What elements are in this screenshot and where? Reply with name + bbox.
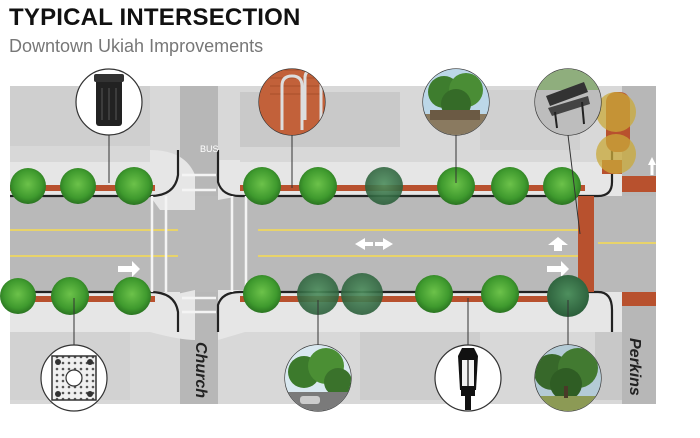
tree-photo-icon (285, 345, 351, 411)
callout-street-lamp (434, 344, 502, 412)
callout-flowering-tree (284, 344, 352, 412)
church-street-label: Church (192, 342, 209, 398)
trash-can-icon (94, 74, 124, 126)
lamp-icon (458, 348, 478, 410)
callout-oak-tree (534, 344, 602, 412)
tree-photo-icon (535, 345, 601, 411)
bike-rack-icon (259, 69, 325, 135)
street-trees (0, 92, 636, 317)
callout-trash-receptacle (75, 68, 143, 136)
callout-bench (534, 68, 602, 136)
main-street-roadway (10, 196, 656, 292)
callout-bike-rack (258, 68, 326, 136)
page-title: TYPICAL INTERSECTION (9, 4, 301, 31)
bench-icon (535, 69, 601, 135)
page-subtitle: Downtown Ukiah Improvements (9, 36, 264, 56)
tree-photo-icon (423, 69, 489, 135)
perkins-street-label: Perkins (626, 338, 643, 396)
crosswalk-church-east (230, 196, 248, 292)
turn-arrows (118, 157, 656, 277)
tree-grate-icon (51, 355, 97, 401)
callout-tree-grate (40, 344, 108, 412)
callout-street-tree-canopy (422, 68, 490, 136)
bus-marking: BUS (200, 144, 219, 154)
crosswalk-church-west (150, 196, 168, 292)
